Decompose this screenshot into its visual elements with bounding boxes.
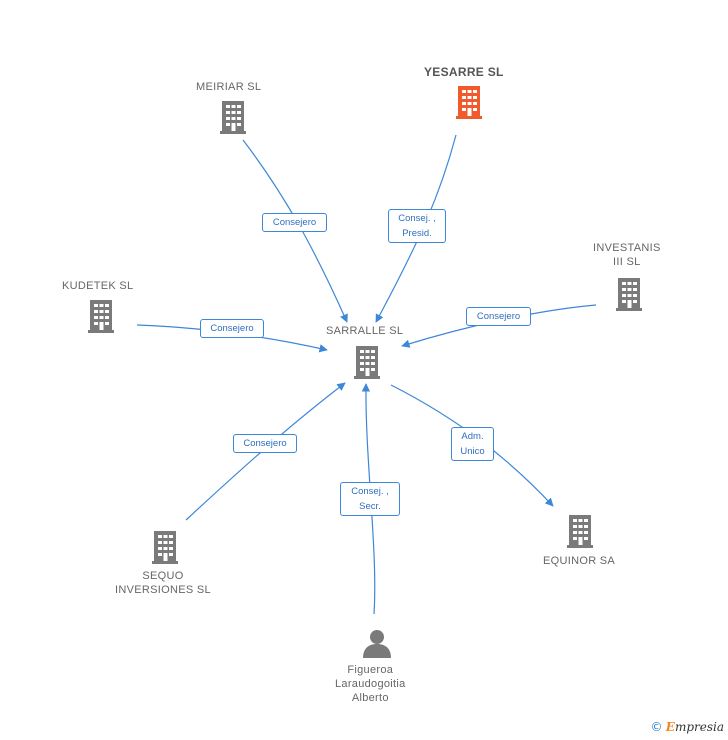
- footer-credit: © Empresia: [650, 720, 724, 734]
- node-label-kudetek: KUDETEK SL: [62, 280, 134, 292]
- copyright-icon: ©: [650, 720, 663, 734]
- edge-label-sequo: Consejero: [233, 434, 297, 453]
- node-label-investanis: INVESTANIS III SL: [593, 242, 661, 268]
- edge-label-meiriar: Consejero: [262, 213, 327, 232]
- empresia-logo: Empresia: [665, 720, 724, 734]
- node-label-yesarre: YESARRE SL: [424, 65, 504, 79]
- building-icon-equinor: [567, 515, 593, 548]
- node-label-sarralle: SARRALLE SL: [326, 325, 404, 337]
- building-icon-sequo: [152, 531, 178, 564]
- building-icon-kudetek: [88, 300, 114, 333]
- edge-label-investanis: Consejero: [466, 307, 531, 326]
- edge-label-kudetek: Consejero: [200, 319, 264, 338]
- edge-label-yesarre: Consej. , Presid.: [388, 209, 446, 243]
- person-icon: [363, 630, 391, 658]
- building-icon-yesarre: [456, 86, 482, 119]
- edge-label-person: Consej. , Secr.: [340, 482, 400, 516]
- node-label-sequo: SEQUO INVERSIONES SL: [115, 570, 211, 596]
- edge-label-equinor: Adm. Unico: [451, 427, 494, 461]
- building-icon-investanis: [616, 278, 642, 311]
- node-label-person: Figueroa Laraudogoitia Alberto: [335, 664, 406, 704]
- node-label-meiriar: MEIRIAR SL: [196, 81, 262, 93]
- building-icon-sarralle: [354, 346, 380, 379]
- building-icon-meiriar: [220, 101, 246, 134]
- node-label-equinor: EQUINOR SA: [543, 555, 616, 567]
